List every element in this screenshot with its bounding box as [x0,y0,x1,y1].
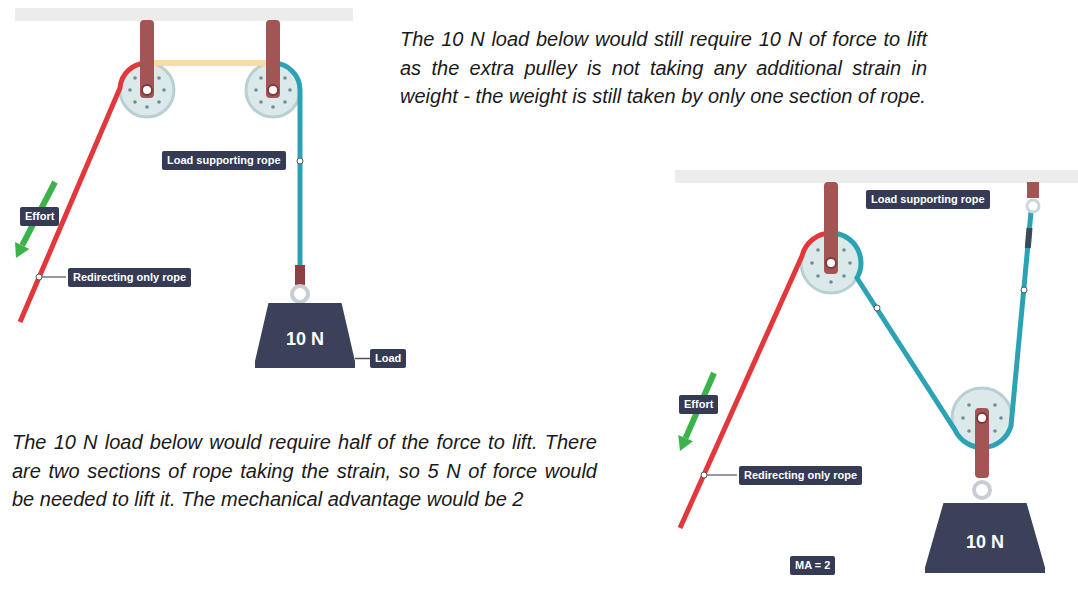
callout-tag: MA = 2 [790,556,835,575]
note-text: The 10 N load below would still require … [400,25,927,111]
callout-text: Effort [25,210,54,222]
pulley-bracket [140,20,154,98]
anchor-ring [1027,200,1039,212]
note-text: The 10 N load below would require half o… [12,428,597,514]
weight-trapezoid [255,303,355,368]
callout-tag: Effort [20,207,59,226]
leader-line [355,358,370,360]
effort-arrow [22,182,55,245]
leader-dot [874,305,880,311]
pulley-bracket [824,182,838,274]
callout-tag: Redirecting only rope [68,268,191,287]
leader-dot [36,274,42,280]
weight-label: 10 N [925,532,1045,552]
leader-line [707,475,737,476]
callout-text: Redirecting only rope [73,271,186,283]
callout-tag: Effort [679,395,718,414]
pulley-dots [810,248,1003,439]
pulley-hub [142,85,152,95]
weight-block: 10 N [255,303,355,368]
anchor [1027,182,1039,198]
callout-tag: Redirecting only rope [739,466,862,485]
ceiling [15,8,353,21]
weight-ring [292,286,308,302]
leader-dot [701,472,707,478]
callout-text: Load supporting rope [167,154,281,166]
callout-tag: Load [370,349,406,368]
callout-text: MA = 2 [795,559,830,571]
pulley-hub [268,85,278,95]
leader-dot [297,158,303,164]
weight-label: 10 N [255,329,355,349]
rope-sleeve [1028,228,1030,248]
effort-arrowhead [15,242,29,258]
callout-text: Load supporting rope [871,193,985,205]
pulley-bracket [266,20,280,98]
effort-arrowhead [678,435,693,451]
callout-tag: Load supporting rope [162,151,286,170]
weight-block: 10 N [925,503,1045,573]
callout-text: Load [375,352,401,364]
callout-tag: Load supporting rope [866,190,990,209]
callout-text: Redirecting only rope [744,469,857,481]
pulley-bracket [975,408,989,478]
ceiling [675,170,1078,183]
weight-trapezoid [925,503,1045,573]
rope [147,60,273,66]
leader-line [42,277,66,278]
load-rope [831,212,1031,447]
rope-clamp [295,265,305,285]
weight-ring [974,482,990,498]
pulley-hub [977,413,987,423]
pulley-hub [826,258,836,268]
callout-text: Effort [684,398,713,410]
leader-dot [1021,287,1027,293]
